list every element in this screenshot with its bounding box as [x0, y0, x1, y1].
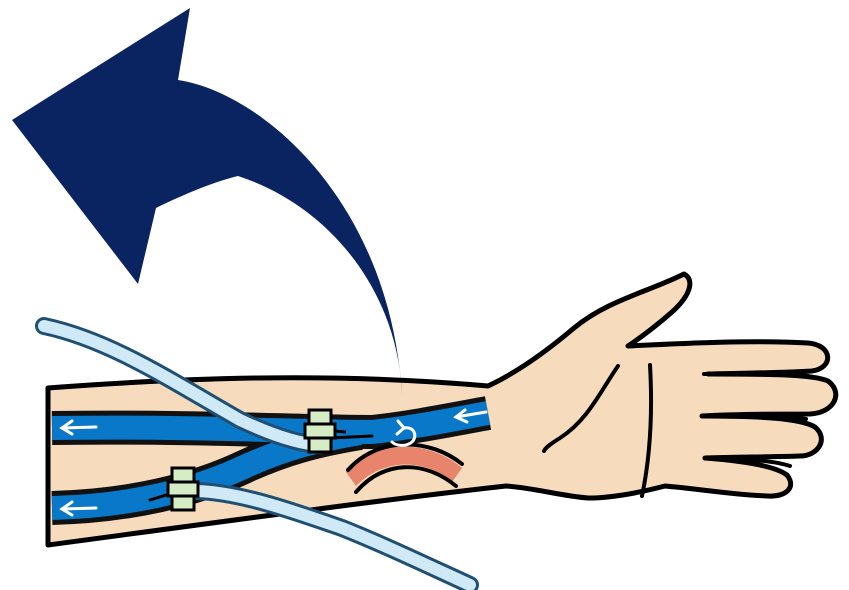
finger-line [704, 374, 808, 376]
clamp-icon [168, 468, 198, 510]
